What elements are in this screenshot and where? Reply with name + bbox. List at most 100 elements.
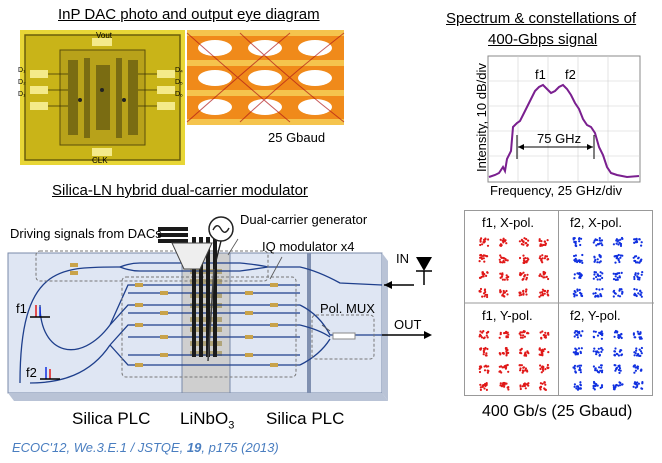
constellation-point (541, 348, 544, 351)
constellation-point (579, 381, 582, 384)
constellation-point (485, 383, 488, 386)
constellation-point (505, 366, 508, 369)
constellation-point (573, 335, 576, 338)
constellation-point (499, 238, 502, 241)
constellation-point (523, 237, 526, 240)
constellation-point (478, 370, 482, 374)
constellation-point (613, 350, 617, 353)
constellation-point (480, 237, 483, 240)
constellation-point (599, 364, 603, 367)
constellation-point (597, 243, 600, 246)
constellation-point (543, 240, 546, 243)
constellation-point (541, 292, 544, 296)
constellation-point (616, 254, 619, 257)
constellation-point (501, 261, 504, 264)
constellation-point (507, 370, 510, 373)
constellation-point (620, 271, 623, 274)
constellation-point (522, 257, 526, 260)
constellation-point (506, 259, 509, 262)
silica-plc-left-chip (7, 252, 183, 394)
constellation-point (546, 366, 549, 369)
constellation-point (485, 365, 488, 368)
constellation-point (580, 292, 583, 295)
constellation-point (599, 331, 603, 334)
constellation-point (616, 278, 619, 281)
constellation-point (546, 293, 549, 296)
constellation-point (483, 369, 487, 372)
photodiode-icon (416, 257, 432, 271)
constellation-point (592, 384, 595, 388)
constellation-point (519, 364, 522, 367)
constellation-point (634, 272, 637, 275)
constellation-point (612, 278, 616, 281)
constellation-point (544, 336, 547, 339)
constellation-point (632, 385, 635, 388)
constellation-point (613, 354, 617, 357)
constellation-point (482, 337, 485, 340)
constellation-point (518, 256, 522, 260)
constellation-point (482, 275, 485, 278)
constellation-point (578, 259, 582, 262)
constellation-point (486, 271, 489, 274)
constellation-point (640, 241, 643, 244)
constellation-point (499, 254, 502, 257)
eye-diagram (186, 30, 345, 125)
constellation-point (525, 293, 528, 296)
constellation-point (595, 238, 599, 242)
constellation-point (572, 351, 575, 354)
constellation-point (594, 258, 597, 262)
linbo3-label: LiNbO3 (180, 409, 235, 432)
constellation-point (578, 332, 581, 335)
constellation-point (601, 272, 604, 275)
constellation-point (573, 367, 576, 370)
constellation-point (542, 369, 545, 372)
constellation-point (636, 276, 639, 279)
constellation-point (499, 333, 502, 336)
constellation-point (545, 275, 548, 278)
constellation-point (479, 240, 482, 243)
constellation-point (632, 332, 635, 335)
constellation-point (595, 288, 598, 291)
constellation-point (486, 371, 489, 374)
constellation-point (639, 350, 643, 353)
silica-plc-left-label: Silica PLC (72, 409, 151, 428)
constellation-point (481, 385, 484, 388)
constellation-point (539, 273, 542, 276)
constellation-point (499, 382, 502, 385)
constellation-point (619, 335, 622, 338)
constellation-point (638, 238, 641, 241)
constellation-point (613, 335, 616, 338)
constellation-point (520, 243, 523, 246)
constellation-point (612, 295, 615, 298)
constellation-point (498, 370, 501, 373)
constellation-point (615, 383, 618, 387)
f1-label: f1 (16, 301, 27, 316)
constellation-point (544, 334, 547, 337)
constellation-point (522, 290, 525, 293)
constellation-point (618, 295, 622, 298)
constellation-grid: f1, X-pol. f2, X-pol. f1, Y-pol. f2, Y-p… (464, 210, 654, 396)
constellation-point (633, 364, 636, 367)
constellation-point (525, 288, 528, 291)
constellation-point (540, 275, 543, 278)
constellation-point (486, 295, 489, 299)
constellation-point (620, 332, 623, 336)
constellation-point (601, 244, 604, 247)
constellation-point (637, 256, 640, 259)
constellation-point (617, 294, 620, 297)
constellation-point (524, 369, 527, 372)
constellation-point (597, 347, 600, 350)
constellation-point (522, 334, 525, 337)
constellation-point (507, 275, 510, 278)
constellation-point (578, 288, 581, 291)
constellation-point (621, 292, 624, 295)
constellation-point (543, 381, 546, 384)
constellation-point (539, 255, 542, 258)
constellation-point (579, 334, 582, 337)
constellation-point (620, 353, 624, 356)
constellation-point (635, 294, 638, 298)
constellation-point (541, 261, 544, 264)
constellation-point (483, 289, 486, 292)
constellation-point (597, 371, 601, 374)
